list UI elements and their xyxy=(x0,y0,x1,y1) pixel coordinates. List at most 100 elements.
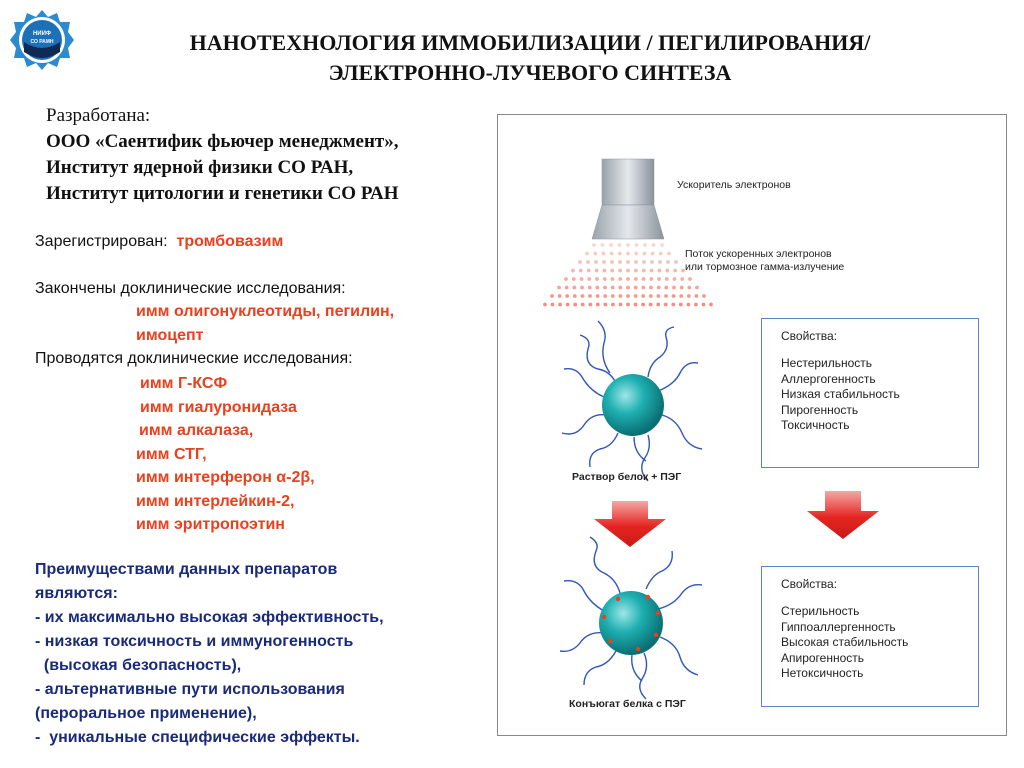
beam-dot xyxy=(610,277,615,281)
beam-dot xyxy=(664,294,668,298)
properties-before-list: Нестерильность Аллергогенность Низкая ст… xyxy=(781,356,978,434)
beam-dot xyxy=(626,285,630,290)
completed-item: имм олигонуклеотиды, пегилин, xyxy=(136,303,395,320)
ongoing-item: имм Г-КСФ xyxy=(140,375,228,392)
arrow-down-right xyxy=(807,491,879,539)
developed-by-block: Разработана: ООО «Саентифик фьючер менед… xyxy=(46,103,399,207)
beam-dot xyxy=(649,268,654,273)
beam-dot xyxy=(687,285,692,290)
beam-dot xyxy=(667,251,671,256)
beam-dot xyxy=(626,268,630,273)
beam-dot xyxy=(702,294,706,298)
beam-dot xyxy=(658,260,662,264)
beam-dot xyxy=(610,285,615,290)
beam-dot xyxy=(626,294,630,298)
beam-dot xyxy=(618,277,623,281)
developer-org-2: Институт ядерной физики СО РАН, xyxy=(46,157,354,178)
properties-before-box: Свойства: Нестерильность Аллергогенность… xyxy=(761,318,979,468)
advantages-block: Преимуществами данных препаратов являютс… xyxy=(35,558,384,750)
beam-dot xyxy=(688,277,692,281)
beam-dot xyxy=(633,302,638,307)
beam-dot xyxy=(603,294,608,298)
beam-dot xyxy=(626,260,630,264)
beam-label: Поток ускоренных электронов или тормозно… xyxy=(685,248,844,274)
beam-dot xyxy=(618,285,623,290)
properties-after-title: Свойства: xyxy=(781,577,838,591)
ongoing-label: Проводятся доклинические исследования: xyxy=(35,350,353,367)
beam-dot xyxy=(610,260,614,264)
beam-dot xyxy=(572,294,577,298)
beam-dot xyxy=(686,294,691,298)
beam-dot xyxy=(602,277,607,281)
beam-dot xyxy=(694,294,699,298)
beam-label-line-2: или тормозное гамма-излучение xyxy=(685,261,845,273)
beam-dot xyxy=(674,260,678,264)
completed-list: имм олигонуклеотиды, пегилин, имоцепт xyxy=(136,300,394,347)
advantages-line: - альтернативные пути использования xyxy=(35,681,345,698)
beam-dot xyxy=(617,251,622,256)
beam-dot xyxy=(550,294,554,298)
beam-dot xyxy=(571,277,576,281)
beam-dot xyxy=(578,260,582,264)
property-item: Высокая стабильность xyxy=(781,635,909,649)
beam-dot xyxy=(633,285,638,290)
protein-peg-solution xyxy=(561,320,703,482)
protein-peg-conjugate xyxy=(559,536,703,700)
beam-dot xyxy=(695,285,699,290)
beam-dot xyxy=(633,294,638,298)
diagram-graphics xyxy=(543,158,879,700)
beam-dot xyxy=(585,251,589,256)
beam-dot xyxy=(565,302,570,307)
title-line-2: ЭЛЕКТРОННО-ЛУЧЕВОГО СИНТЕЗА xyxy=(328,60,732,85)
accelerator-body xyxy=(601,158,655,206)
registered-drug: тромбовазим xyxy=(176,233,284,250)
completed-label: Закончены доклинические исследования: xyxy=(35,280,346,297)
beam-dot xyxy=(558,302,562,307)
beam-dot xyxy=(679,294,684,298)
beam-dot xyxy=(573,302,578,307)
beam-dot xyxy=(634,260,638,264)
accelerator-nozzle xyxy=(591,204,665,240)
beam-dot xyxy=(610,268,615,273)
slide-title: НАНОТЕХНОЛОГИЯ ИММОБИЛИЗАЦИИ / ПЕГИЛИРОВ… xyxy=(110,28,950,88)
ongoing-item: имм СТГ, xyxy=(136,445,207,463)
developed-label: Разработана: xyxy=(46,105,151,126)
beam-dot xyxy=(709,302,713,307)
beam-dot xyxy=(701,302,706,307)
beam-dot xyxy=(649,277,654,281)
beam-dot xyxy=(588,294,592,298)
accelerator-label: Ускоритель электронов xyxy=(677,179,791,191)
beam-dot xyxy=(609,251,614,256)
beam-dot xyxy=(601,251,606,256)
beam-dot xyxy=(557,294,562,298)
property-item: Токсичность xyxy=(781,418,850,432)
beam-dot xyxy=(593,251,598,256)
advantages-line: являются: xyxy=(35,585,118,602)
electron-beam xyxy=(543,243,713,307)
advantages-line: (пероральное применение), xyxy=(35,705,257,722)
beam-dot xyxy=(680,277,685,281)
beam-dot xyxy=(587,277,592,281)
property-item: Низкая стабильность xyxy=(781,387,900,401)
svg-text:НИИФ: НИИФ xyxy=(33,31,51,37)
registered-label: Зарегистрирован: xyxy=(35,233,168,250)
property-item: Аллергогенность xyxy=(781,371,876,386)
beam-dot xyxy=(579,277,584,281)
beam-dot xyxy=(678,302,683,307)
beam-dot xyxy=(618,294,623,298)
beam-dot xyxy=(658,251,663,256)
beam-dot xyxy=(634,251,639,256)
property-item: Гиппоаллергенность xyxy=(781,619,896,634)
ongoing-item: имм эритропоэтин xyxy=(136,516,285,533)
advantages-line: (высокая безопасность), xyxy=(35,657,242,674)
beam-dot xyxy=(617,243,622,247)
beam-dot xyxy=(641,302,645,307)
properties-before-title: Свойства: xyxy=(781,329,838,343)
beam-dot xyxy=(672,277,677,281)
beam-dot xyxy=(673,268,677,273)
beam-dot xyxy=(648,302,653,307)
ongoing-item: имм алкалаза, xyxy=(139,422,254,439)
beam-dot xyxy=(595,294,600,298)
beam-dot xyxy=(665,268,670,273)
beam-dot xyxy=(681,268,685,273)
